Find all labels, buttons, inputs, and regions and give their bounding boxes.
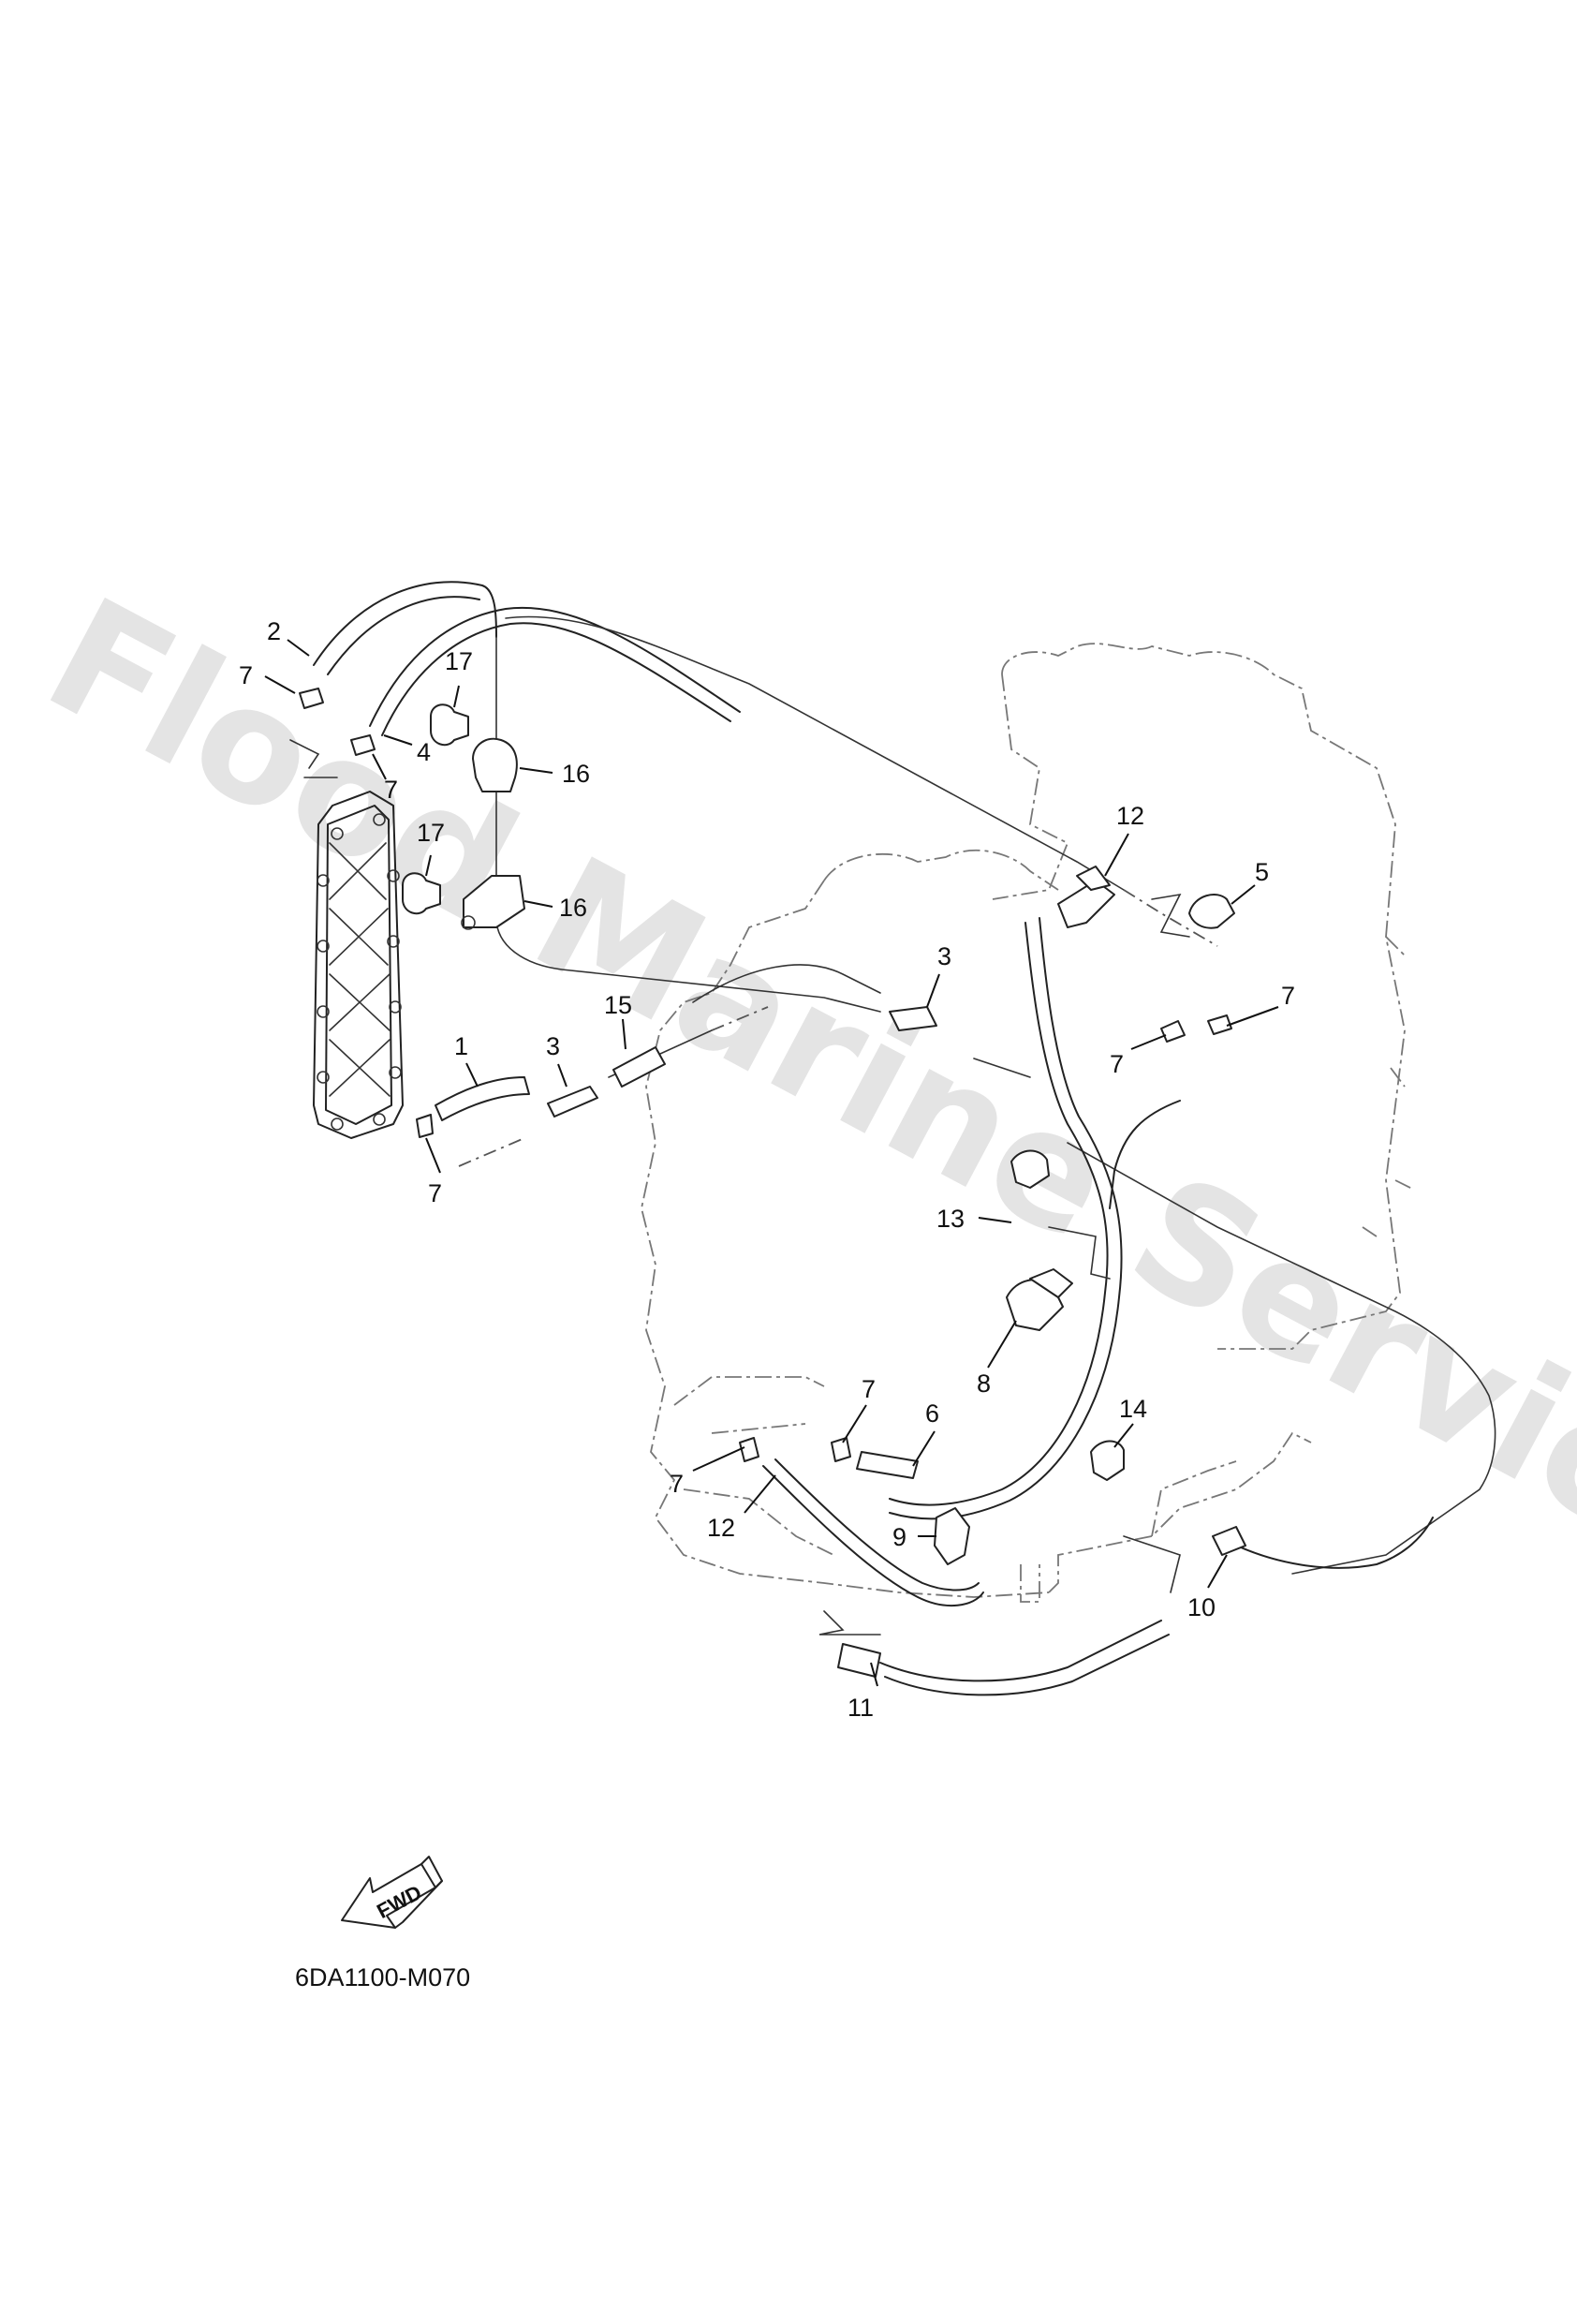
callout-7: 7	[1110, 1050, 1124, 1078]
callout-12: 13	[936, 1205, 965, 1233]
callout-labels: 2 7 4 7 17 16 17 16 1 3 15 7 3 12 5 7 7 …	[239, 617, 1295, 1722]
callout-7: 7	[862, 1375, 876, 1403]
callout-13: 11	[847, 1694, 874, 1722]
callout-8: 8	[977, 1369, 991, 1398]
callout-16: 16	[562, 760, 590, 788]
callout-3: 3	[937, 942, 951, 970]
callout-2: 2	[267, 617, 281, 645]
leader-lines	[264, 639, 1279, 1687]
parts	[299, 688, 1246, 1678]
engine-block-outline	[641, 643, 1415, 1603]
callout-6: 6	[925, 1399, 939, 1428]
callout-1: 1	[454, 1032, 468, 1060]
callout-7: 7	[428, 1179, 442, 1207]
fwd-arrow-icon: FWD	[341, 1856, 443, 1929]
watermark-text: Flood Marine Services	[20, 563, 1577, 1658]
callout-3: 3	[546, 1032, 560, 1060]
diagram-code: 6DA1100-M070	[295, 1963, 470, 1991]
callout-15: 10	[1187, 1593, 1216, 1621]
callout-7: 7	[384, 776, 398, 804]
callout-12: 14	[1119, 1395, 1147, 1423]
gasket-plate	[313, 791, 404, 1139]
callout-14: 15	[604, 991, 632, 1019]
callout-17: 17	[445, 647, 473, 675]
callout-7: 7	[670, 1470, 684, 1498]
callout-9: 9	[892, 1523, 906, 1551]
callout-7: 7	[239, 661, 253, 689]
callout-4: 4	[417, 738, 431, 766]
callout-11: 12	[707, 1514, 735, 1542]
callout-7: 7	[1281, 982, 1295, 1010]
callout-16: 16	[559, 894, 587, 922]
callout-5: 5	[1255, 858, 1269, 886]
callout-10: 12	[1116, 802, 1144, 830]
callout-17: 17	[417, 819, 445, 847]
